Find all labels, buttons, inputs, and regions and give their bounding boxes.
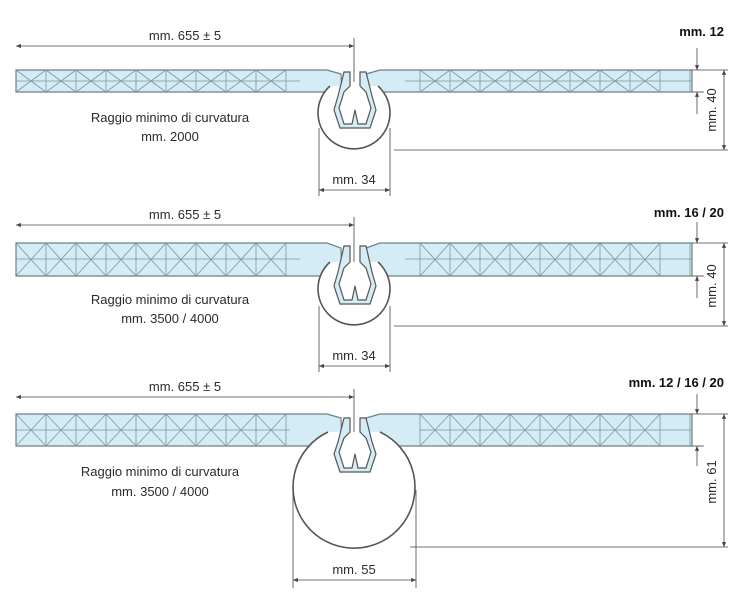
diameter-label-3: mm. 55 — [332, 562, 375, 577]
diagram-3: mm. 655 ± 5 mm. 55 mm. 61 mm. 12 / 16 / … — [15, 375, 728, 588]
right-panel-truss-3 — [419, 413, 692, 447]
right-panel-truss-1 — [405, 69, 692, 93]
diameter-label-2: mm. 34 — [332, 348, 375, 363]
right-panel-truss-2 — [405, 242, 692, 277]
thickness-label-3: mm. 12 / 16 / 20 — [629, 375, 724, 390]
thickness-label-2: mm. 16 / 20 — [654, 205, 724, 220]
connector-tube-3 — [292, 431, 416, 549]
width-label-3: mm. 655 ± 5 — [149, 379, 221, 394]
radius-value-3: mm. 3500 / 4000 — [111, 484, 209, 499]
width-label-2: mm. 655 ± 5 — [149, 207, 221, 222]
diameter-label-1: mm. 34 — [332, 172, 375, 187]
right-panel-2 — [365, 242, 693, 277]
left-panel-2 — [15, 242, 343, 277]
thickness-label-1: mm. 12 — [679, 24, 724, 39]
connector-clip-3 — [333, 417, 377, 473]
radius-title-3: Raggio minimo di curvatura — [81, 464, 240, 479]
height-label-3: mm. 61 — [704, 460, 719, 503]
width-label-1: mm. 655 ± 5 — [149, 28, 221, 43]
diagram-2: mm. 655 ± 5 mm. 34 mm. 40 mm. 16 / 20 Ra… — [15, 205, 728, 372]
radius-title-1: Raggio minimo di curvatura — [91, 110, 250, 125]
left-panel-truss-3 — [15, 413, 290, 447]
connector-clip-2 — [333, 245, 377, 305]
radius-title-2: Raggio minimo di curvatura — [91, 292, 250, 307]
connector-clip-1 — [333, 71, 377, 129]
radius-value-2: mm. 3500 / 4000 — [121, 311, 219, 326]
left-panel-truss-2 — [15, 242, 300, 277]
diagram-1: mm. 655 ± 5 mm. 34 mm. 40 — [15, 24, 728, 196]
left-panel-truss-1 — [15, 69, 300, 93]
radius-value-1: mm. 2000 — [141, 129, 199, 144]
height-label-2: mm. 40 — [704, 264, 719, 307]
height-label-1: mm. 40 — [704, 88, 719, 131]
